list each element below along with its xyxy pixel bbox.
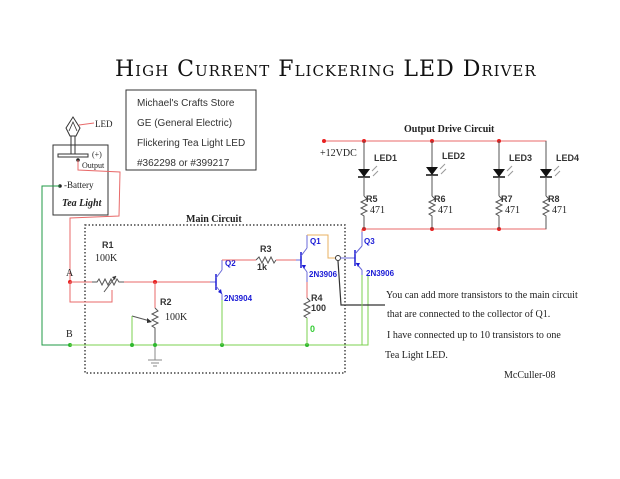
r4-name: R4: [311, 293, 323, 303]
resistor-name: R5: [366, 194, 378, 204]
led-diode-icon: [358, 165, 379, 178]
r3-value: 1k: [257, 262, 268, 272]
diagram-title: High Current Flickering LED Driver: [115, 57, 537, 82]
wire-r1-wiper: [69, 282, 113, 303]
resistor-value: 471: [505, 205, 520, 216]
tea-light-name: Tea Light: [62, 198, 103, 209]
junction: [153, 343, 157, 347]
led-diode-icon: [493, 165, 514, 178]
node-a-label: A: [66, 268, 74, 279]
main-circuit-box: [84, 224, 346, 374]
q2-part: 2N3904: [224, 294, 253, 303]
led-bulb-icon: [57, 116, 89, 158]
resistor-icon: [427, 195, 437, 229]
output-label: Output: [82, 161, 105, 170]
info-line: GE (General Electric): [137, 118, 232, 129]
note-line: Tea Light LED.: [385, 350, 448, 361]
r4-value: 100: [311, 303, 326, 313]
led-label: LED4: [556, 153, 579, 163]
led-label: LED1: [374, 153, 397, 163]
led-label: LED2: [442, 151, 465, 161]
r2-name: R2: [160, 297, 172, 307]
q3-name: Q3: [364, 237, 375, 246]
led-diode-icon: [540, 165, 561, 178]
resistor-value: 471: [438, 205, 453, 216]
q2-transistor: [210, 260, 223, 300]
ground-icon: [148, 345, 162, 367]
junction: [130, 343, 134, 347]
expansion-pointer: [337, 260, 385, 306]
info-line: #362298 or #399217: [137, 158, 230, 169]
r3-resistor: [255, 255, 277, 265]
q1-name: Q1: [310, 237, 321, 246]
supply-label: +12VDC: [320, 148, 357, 159]
battery-wire: [41, 185, 70, 346]
expansion-terminal: [335, 255, 341, 261]
q2-name: Q2: [225, 259, 236, 268]
wire-q3-emitter: [345, 275, 363, 346]
info-box: Michael's Crafts Store GE (General Elect…: [125, 89, 257, 171]
node-b-label: B: [66, 329, 73, 340]
info-line: Flickering Tea Light LED: [137, 138, 245, 149]
notes: You can add more transistors to the main…: [385, 290, 578, 381]
resistor-value: 471: [552, 205, 567, 216]
resistor-name: R7: [501, 194, 513, 204]
r1-name: R1: [102, 240, 114, 250]
r1-potentiometer: [92, 275, 124, 293]
note-line: that are connected to the collector of Q…: [387, 309, 550, 320]
supply-terminal: [322, 139, 326, 143]
tea-light: LED (+) Output -Battery Tea Light: [52, 116, 113, 216]
q3-transistor: [354, 232, 363, 275]
signature: McCuller-08: [504, 370, 555, 381]
r1-value: 100K: [95, 253, 118, 264]
r4-resistor: [302, 297, 312, 319]
wire-q1-collector: [307, 234, 336, 259]
q1-part: 2N3906: [309, 270, 338, 279]
note-line: I have connected up to 10 transistors to…: [387, 330, 561, 341]
ground-rail: [70, 275, 369, 346]
led-diode-icon: [426, 163, 447, 176]
led-pointer-line: [78, 122, 95, 126]
plus-label: (+): [92, 150, 102, 159]
resistor-icon: [541, 195, 551, 229]
resistor-icon: [494, 195, 504, 229]
output-circuit-title: Output Drive Circuit: [404, 124, 495, 135]
q3-part: 2N3906: [366, 269, 395, 278]
main-circuit-title: Main Circuit: [186, 214, 242, 225]
r3-name: R3: [260, 244, 272, 254]
led-label: LED3: [509, 153, 532, 163]
resistor-icon: [359, 195, 369, 229]
resistor-name: R8: [548, 194, 560, 204]
led-label: LED: [95, 119, 113, 129]
resistor-name: R6: [434, 194, 446, 204]
info-line: Michael's Crafts Store: [137, 98, 235, 109]
battery-label: -Battery: [64, 180, 94, 190]
r2-value: 100K: [165, 312, 188, 323]
return-rail: [362, 221, 547, 230]
q1-transistor: [296, 235, 308, 282]
note-line: You can add more transistors to the main…: [386, 290, 578, 301]
ground-node-label: 0: [310, 324, 315, 334]
r2-potentiometer: [131, 307, 160, 345]
resistor-value: 471: [370, 205, 385, 216]
